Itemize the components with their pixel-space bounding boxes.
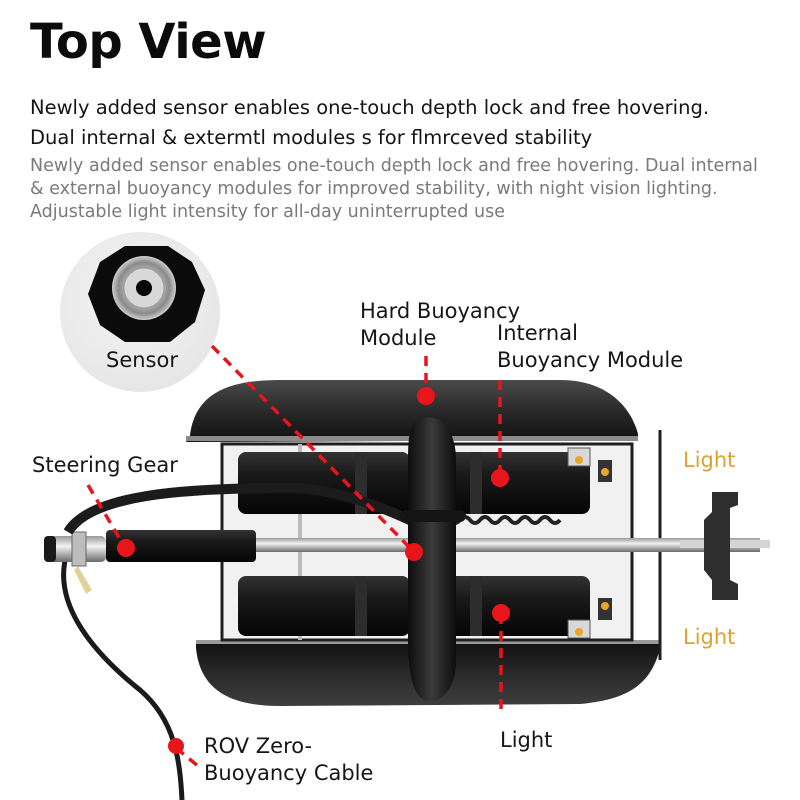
callout-dot-hard-buoyancy (417, 387, 435, 405)
callout-line-sensor (210, 344, 416, 554)
front-bracket (704, 492, 738, 600)
label-light-bottom: Light (500, 728, 553, 752)
label-cable-line-1: ROV Zero- (204, 734, 313, 758)
tether-cable (61, 549, 185, 800)
sensor-icon (88, 246, 205, 342)
label-internal-buoyancy-line-1: Internal (497, 321, 578, 345)
callout-dot-internal-buoyancy (491, 469, 509, 487)
central-rod (160, 538, 760, 552)
callout-dot-light-bottom (492, 604, 510, 622)
label-internal-buoyancy-module: Internal Buoyancy Module (497, 320, 683, 374)
lead-line-2: Dual internal & extermtl modules s for f… (30, 126, 593, 149)
label-sensor: Sensor (106, 348, 178, 372)
label-steering-gear: Steering Gear (32, 453, 178, 477)
callout-dot-steering-gear (117, 539, 135, 557)
callout-dot-sensor (405, 543, 423, 561)
description-line-2: & external buoyancy modules for improved… (30, 179, 718, 199)
label-hard-buoyancy-line-1: Hard Buoyancy (360, 299, 521, 323)
lead-text: Newly added sensor enables one-touch dep… (30, 93, 790, 153)
label-hard-buoyancy-module: Hard Buoyancy Module (360, 298, 520, 352)
label-internal-buoyancy-line-2: Buoyancy Module (497, 348, 684, 372)
label-hard-buoyancy-line-2: Module (360, 326, 437, 350)
description-text: Newly added sensor enables one-touch dep… (30, 155, 770, 224)
label-light-bottom-right: Light (683, 625, 736, 649)
lead-line-1: Newly added sensor enables one-touch dep… (30, 96, 710, 119)
label-zero-buoyancy-cable: ROV Zero- Buoyancy Cable (204, 733, 373, 787)
internal-buoyancy-cylinders (238, 452, 590, 636)
label-light-top-right: Light (683, 448, 736, 472)
callout-dots (117, 387, 510, 754)
page-title: Top View (30, 14, 267, 70)
callout-line-steering-gear (86, 484, 126, 547)
label-cable-line-2: Buoyancy Cable (204, 761, 374, 785)
callout-dot-cable (168, 738, 184, 754)
description-line-1: Newly added sensor enables one-touch dep… (30, 156, 758, 176)
description-line-3: Adjustable light intensity for all-day u… (30, 202, 505, 222)
light-modules (567, 447, 612, 639)
carry-handle (400, 417, 466, 701)
